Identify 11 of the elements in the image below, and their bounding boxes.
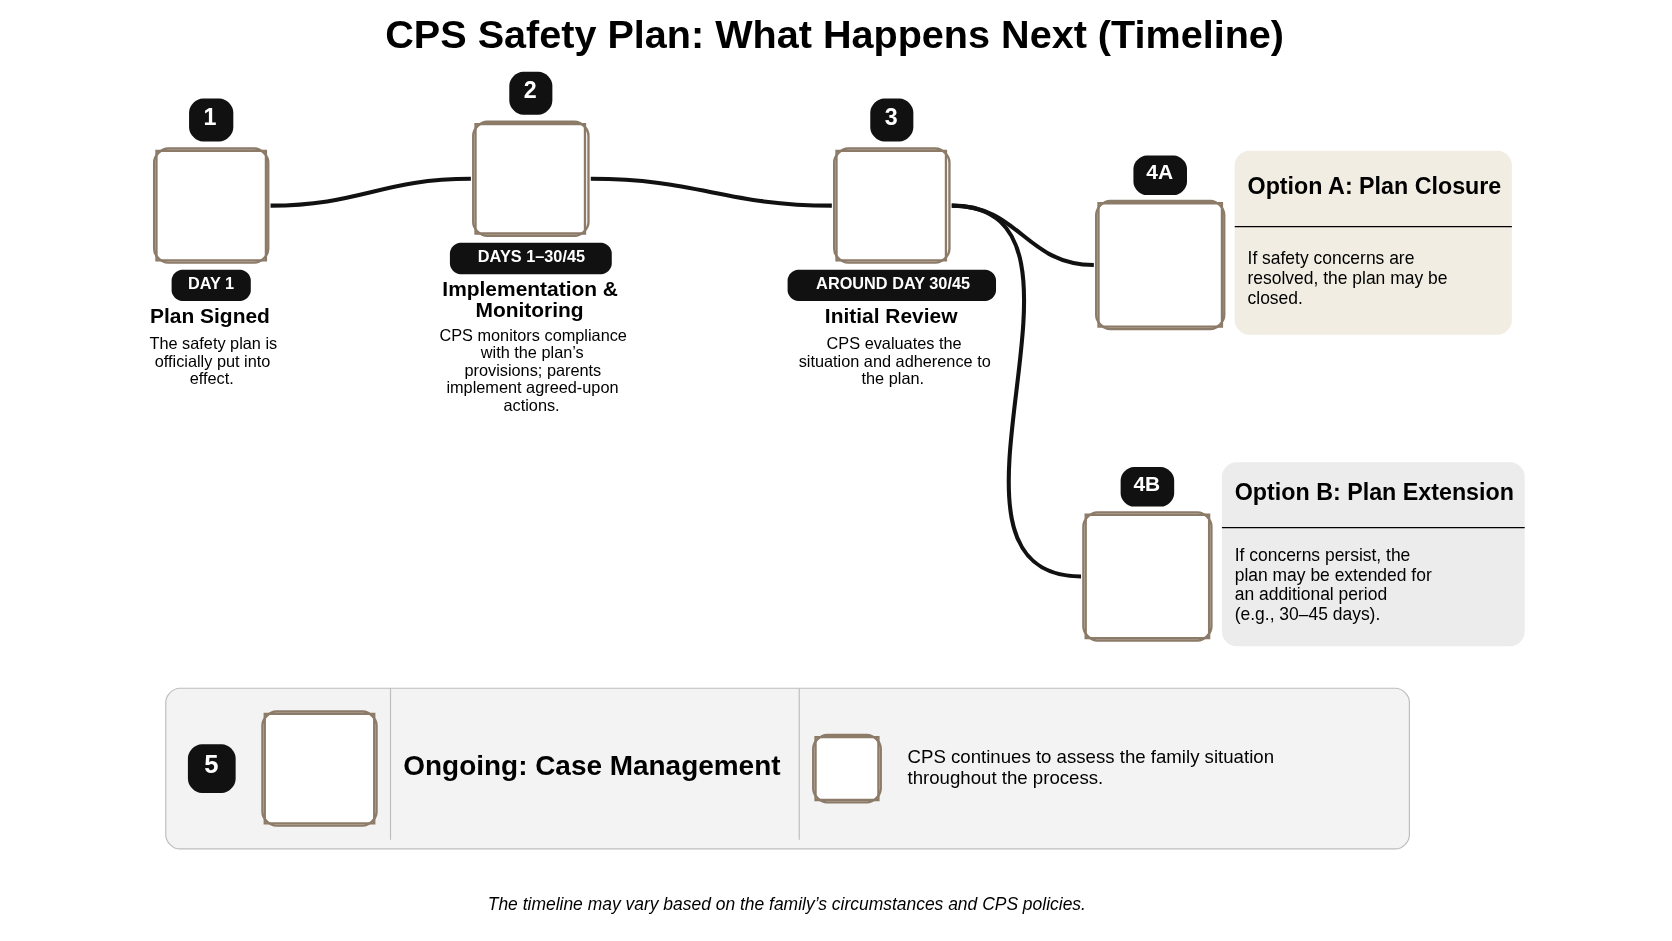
connector: [590, 176, 832, 208]
node-label: The safety plan is officially put into effect.: [148, 334, 277, 387]
connector: [950, 203, 1081, 579]
node-label: CPS evaluates the situation and adherence to the plan.: [798, 334, 991, 387]
node-label: Implementation & Monitoring: [441, 276, 618, 321]
caption: The timeline may vary based on the family’s circumstances and CPS policies.: [487, 894, 1086, 915]
node-label: Initial Review: [824, 303, 958, 327]
node-label: Plan Signed: [149, 303, 270, 327]
node-label: CPS monitors compliance with the plan’s provisions; parents implement agreed-upon actions.: [438, 325, 627, 414]
diagram-title: CPS Safety Plan: What Happens Next (Timeline): [384, 12, 1284, 57]
connector: [270, 176, 471, 208]
